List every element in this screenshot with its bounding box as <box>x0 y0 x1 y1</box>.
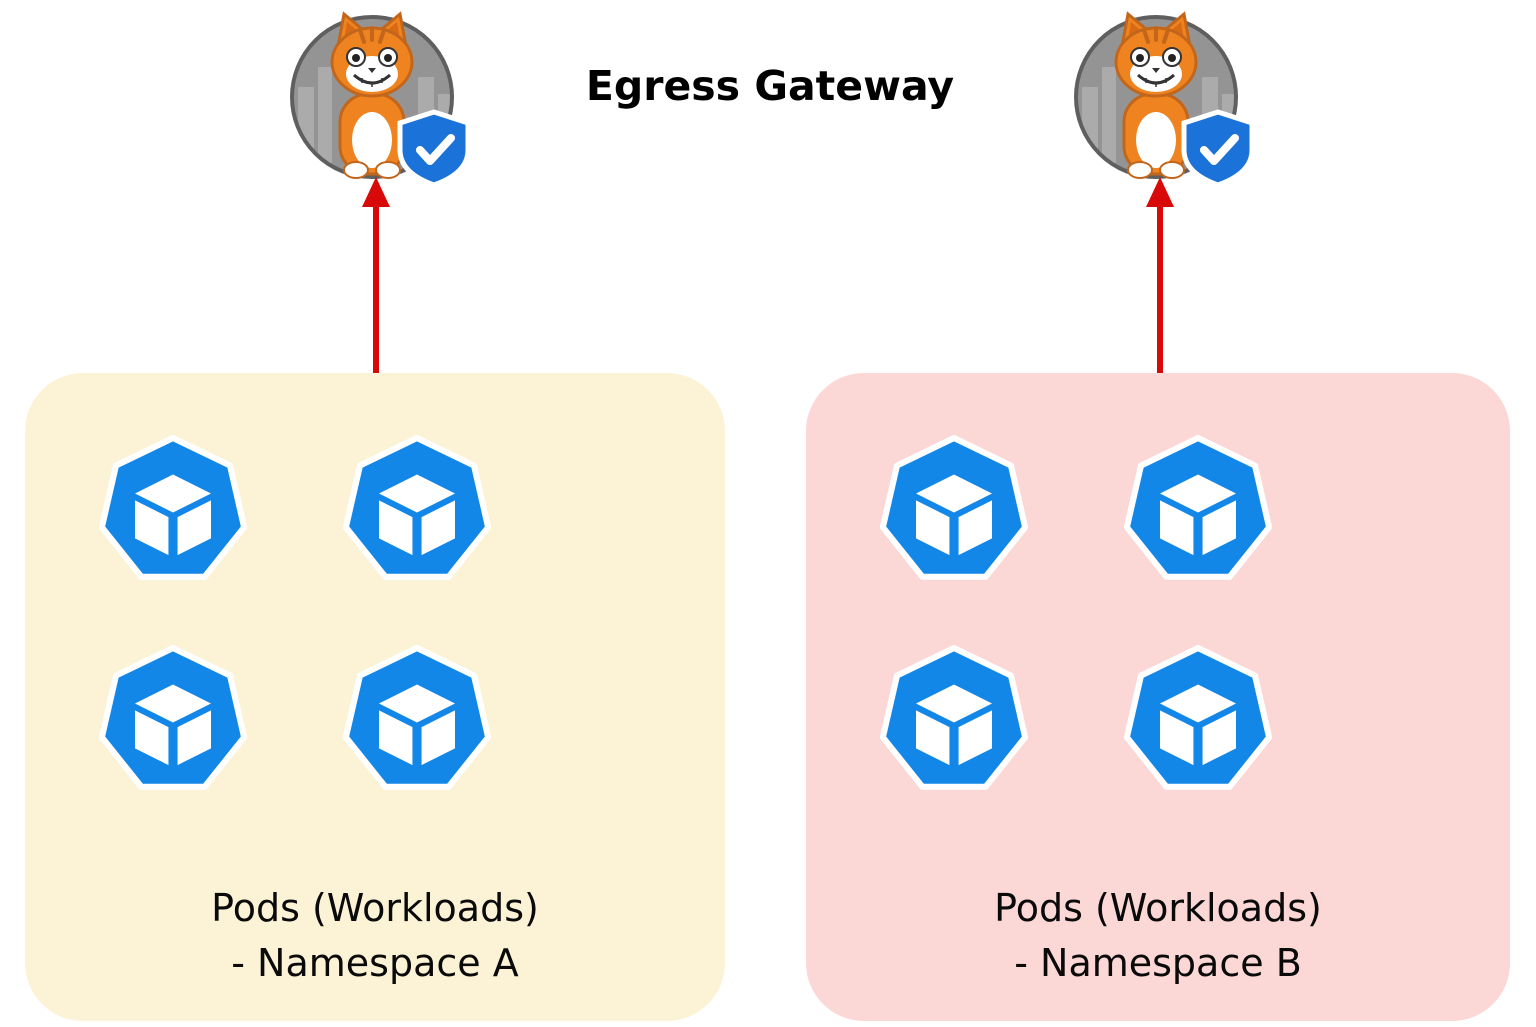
egress-gateway-a-icon <box>282 2 482 202</box>
calico-cat-shield-icon <box>1066 2 1266 202</box>
namespace-b-label: Pods (Workloads) - Namespace B <box>806 881 1510 991</box>
namespace-a-box: Pods (Workloads) - Namespace A <box>25 373 725 1021</box>
pod-icon <box>1122 645 1274 797</box>
pod-icon <box>97 645 249 797</box>
namespace-b-label-line2: - Namespace B <box>1014 940 1302 985</box>
egress-gateway-b-icon <box>1066 2 1266 202</box>
pod-icon <box>341 645 493 797</box>
namespace-a-label-line2: - Namespace A <box>231 940 519 985</box>
pod-icon <box>1122 435 1274 587</box>
arrow-namespace-a-to-gateway <box>359 177 393 379</box>
pod-icon <box>878 435 1030 587</box>
diagram-title: Egress Gateway <box>585 62 955 110</box>
namespace-a-label-line1: Pods (Workloads) <box>211 885 539 930</box>
namespace-b-box: Pods (Workloads) - Namespace B <box>806 373 1510 1021</box>
namespace-b-label-line1: Pods (Workloads) <box>994 885 1322 930</box>
namespace-b-pod-grid <box>878 435 1274 797</box>
red-up-arrow-icon <box>359 177 393 379</box>
calico-cat-shield-icon <box>282 2 482 202</box>
arrow-namespace-b-to-gateway <box>1143 177 1177 379</box>
namespace-a-pod-grid <box>97 435 493 797</box>
pod-icon <box>341 435 493 587</box>
pod-icon <box>878 645 1030 797</box>
namespace-a-label: Pods (Workloads) - Namespace A <box>25 881 725 991</box>
red-up-arrow-icon <box>1143 177 1177 379</box>
pod-icon <box>97 435 249 587</box>
